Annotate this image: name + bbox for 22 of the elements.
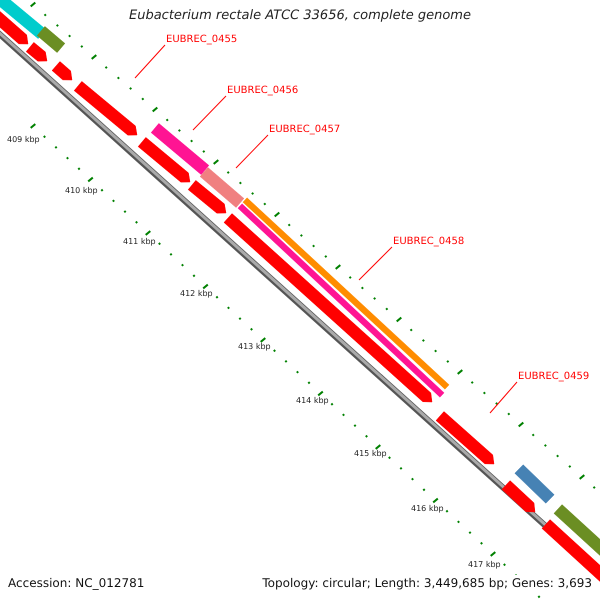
gene-label: EUBREC_0456 — [227, 85, 298, 97]
gene-label: EUBREC_0457 — [269, 124, 340, 136]
title: Eubacterium rectale ATCC 33656, complete genome — [128, 10, 472, 22]
scale-label: 413 kbp — [238, 341, 271, 353]
scale-label: 409 kbp — [7, 134, 40, 146]
leader-line — [192, 96, 226, 130]
scale-label: 411 kbp — [123, 236, 156, 248]
gene-label: EUBREC_0458 — [393, 236, 464, 248]
leader-line — [134, 44, 166, 78]
leader-line — [490, 382, 518, 414]
scale-label: 410 kbp — [65, 185, 98, 197]
scale-label: 416 kbp — [411, 503, 444, 515]
gene-label: EUBREC_0455 — [166, 34, 238, 46]
leader-line — [358, 246, 392, 280]
accession-text: Accession: NC_012781 — [8, 575, 144, 591]
gene-label: EUBREC_0459 — [518, 371, 590, 383]
scale-label: 417 kbp — [468, 559, 501, 571]
leader-line — [236, 134, 268, 168]
scale-label: 414 kbp — [296, 395, 329, 407]
scale-label: 412 kbp — [180, 288, 213, 300]
scale-label: 415 kbp — [354, 448, 387, 460]
summary-text: Topology: circular; Length: 3,449,685 bp; Genes: 3,693 — [262, 575, 592, 591]
